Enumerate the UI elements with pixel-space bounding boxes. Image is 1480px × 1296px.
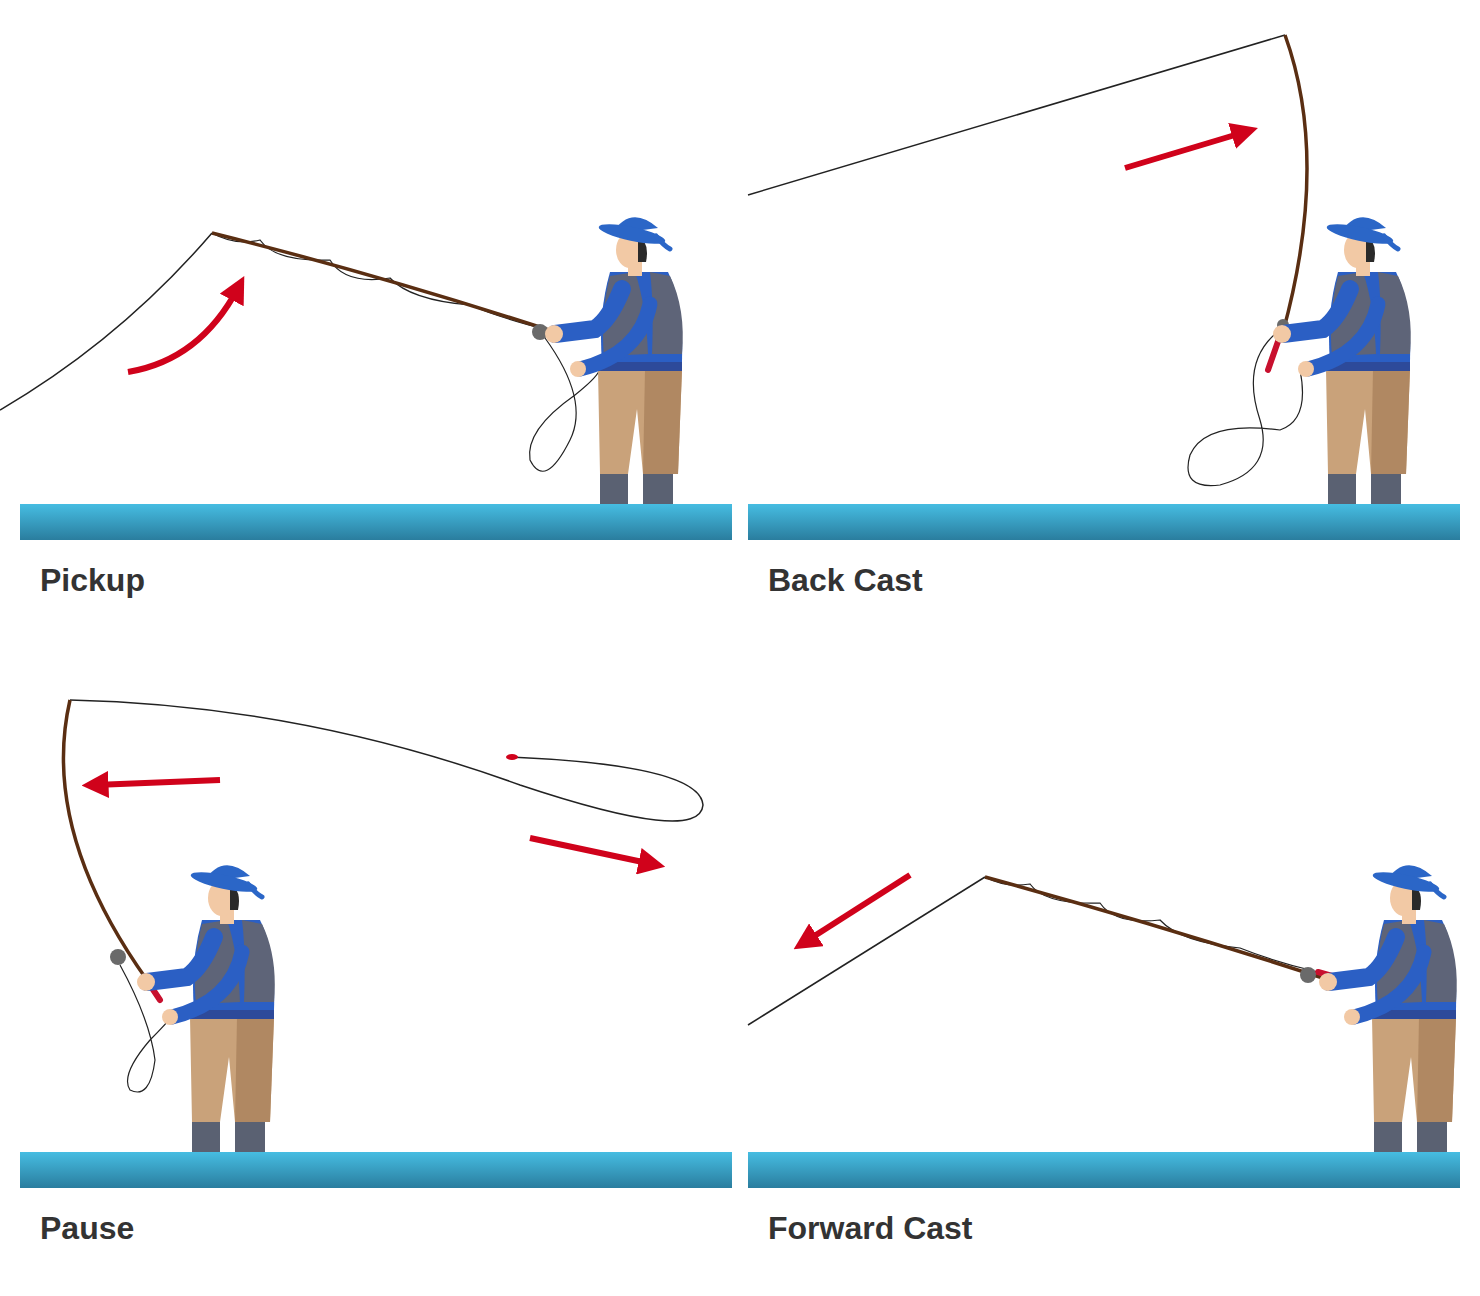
fly-rod (1283, 35, 1307, 332)
fly-rod (212, 233, 555, 332)
loose-line (1188, 330, 1303, 486)
water-band (748, 1152, 1460, 1188)
motion-arrow (805, 875, 910, 942)
fly-line (748, 35, 1285, 195)
motion-arrow (95, 780, 220, 785)
loose-line (530, 338, 600, 471)
panel-label: Forward Cast (768, 1208, 972, 1248)
fly-rod (63, 700, 160, 1000)
angler-figure (1319, 865, 1457, 1152)
motion-arrow (1125, 132, 1245, 168)
fly-rod (985, 877, 1329, 980)
panel-label: Pickup (40, 560, 145, 600)
angler-figure (1273, 217, 1411, 504)
reel (1300, 967, 1316, 983)
panel-label: Pause (40, 1208, 134, 1248)
motion-arrow (128, 288, 238, 372)
angler-figure (137, 865, 275, 1152)
motion-arrow (530, 838, 652, 864)
water-band (748, 504, 1460, 540)
fly-lure (506, 754, 518, 760)
water-band (20, 504, 732, 540)
reel (110, 949, 126, 965)
fly-line (70, 700, 703, 821)
water-band (20, 1152, 732, 1188)
fly-line (0, 233, 212, 410)
panel-label: Back Cast (768, 560, 923, 600)
angler-figure (545, 217, 683, 504)
